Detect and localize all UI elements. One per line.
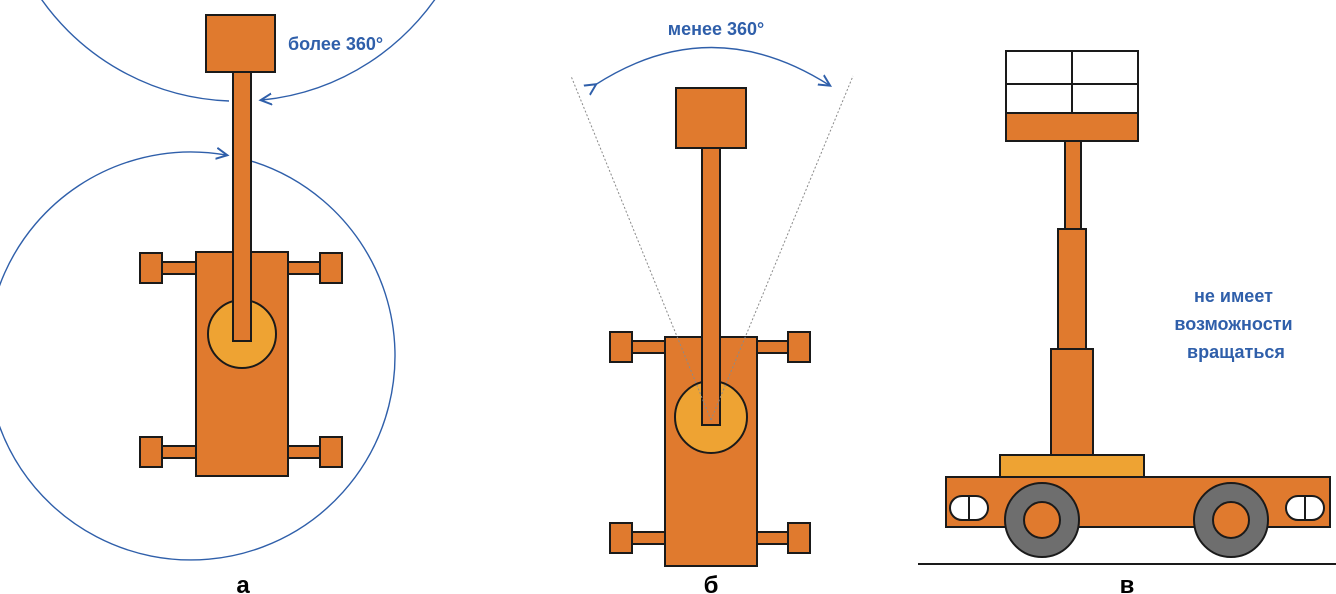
mast-section-middle — [1057, 228, 1087, 352]
headlight-left — [949, 495, 989, 521]
outrigger-pad — [609, 331, 633, 363]
platform-basket-a — [205, 14, 276, 73]
outriggers-b — [609, 331, 811, 554]
inner-rotation-arc — [0, 152, 396, 561]
boom-b — [701, 145, 721, 426]
panel-c: не имеет возможности вращаться в — [918, 50, 1336, 594]
panel-label-a: а — [236, 572, 250, 594]
cage-base — [1005, 112, 1139, 142]
panel-b: менее 360° б — [570, 19, 854, 594]
mast-base — [999, 454, 1145, 478]
outrigger-pad — [319, 252, 343, 284]
platform-basket-b — [675, 87, 747, 149]
rotation-circles — [0, 0, 436, 561]
rotation-sector-lines — [570, 75, 854, 421]
platform-cage-c — [1005, 50, 1139, 142]
outrigger-pad — [319, 436, 343, 468]
outrigger-pad — [139, 252, 163, 284]
wheel-right — [1193, 482, 1269, 558]
outrigger-pad — [787, 522, 811, 554]
mast-section-bottom — [1050, 348, 1094, 458]
outrigger-pad — [139, 436, 163, 468]
sector-line-left — [570, 75, 712, 421]
panel-label-c: в — [1120, 572, 1135, 594]
headlight-right — [1285, 495, 1325, 521]
outriggers-a — [139, 252, 343, 468]
chassis-c — [945, 476, 1331, 528]
rotation-label-a: более 360° — [288, 34, 383, 54]
rotation-label-b: менее 360° — [668, 19, 764, 39]
outrigger-pad — [787, 331, 811, 363]
outrigger-pad — [609, 522, 633, 554]
panel-a: более 360° а — [0, 0, 436, 594]
mast-section-top — [1064, 140, 1082, 232]
boom-a — [232, 70, 252, 342]
no-rotation-note: не имеет возможности вращаться — [1174, 286, 1297, 362]
wheel-left — [1004, 482, 1080, 558]
panel-label-b: б — [704, 572, 719, 594]
limited-rotation-arc — [595, 46, 829, 86]
